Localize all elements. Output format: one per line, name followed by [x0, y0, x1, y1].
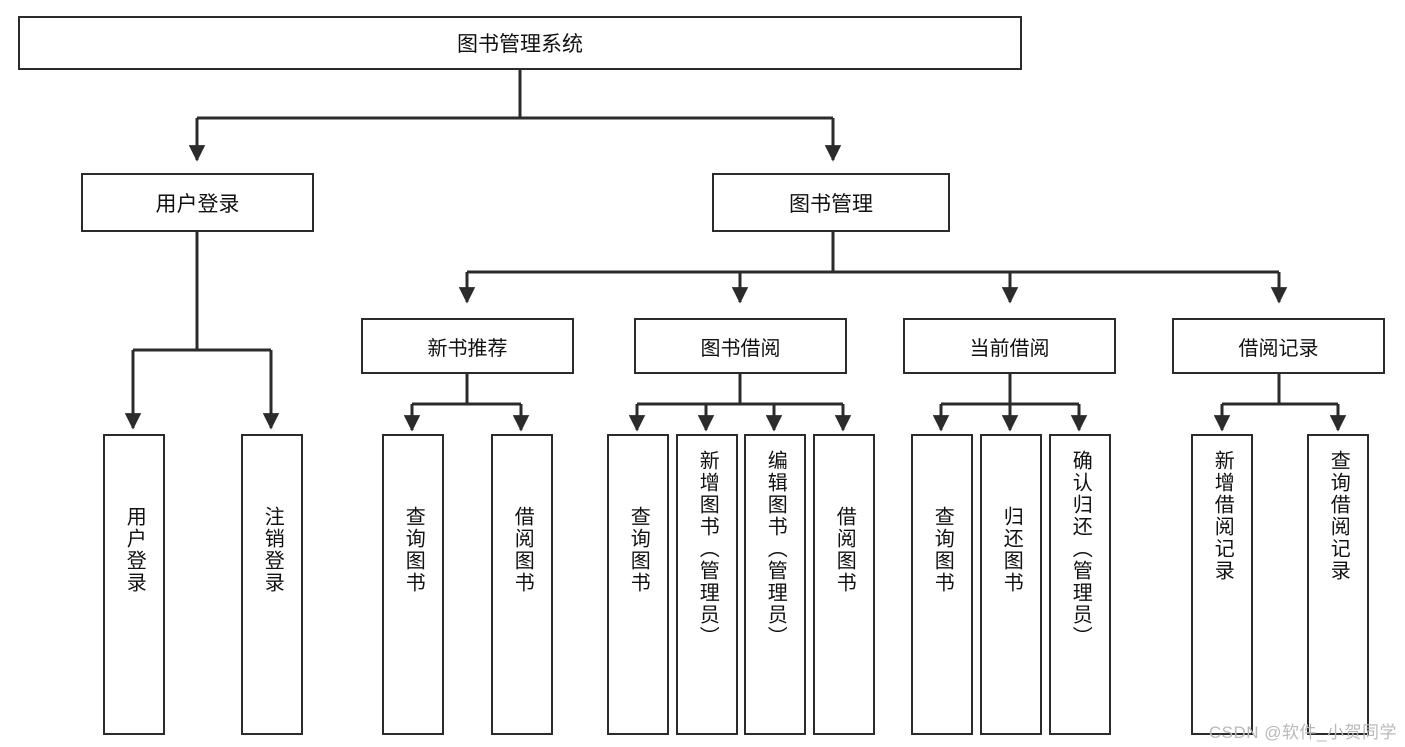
node-user-login-label: 用户登录 [155, 192, 240, 216]
leaf-current-return-book[interactable]: 归还图书 [980, 434, 1042, 735]
leaf-label: 查询图书 [931, 506, 954, 594]
leaf-label: 查询借阅记录 [1327, 450, 1350, 582]
leaf-label: 新增图书（管理员） [696, 450, 719, 648]
leaf-borrow-edit-book-admin[interactable]: 编辑图书（管理员） [744, 434, 806, 735]
leaf-label: 确认归还（管理员） [1069, 450, 1092, 648]
leaf-new-book-query[interactable]: 查询图书 [382, 434, 444, 735]
node-book-management[interactable]: 图书管理 [712, 173, 950, 232]
leaf-label: 注销登录 [261, 506, 284, 594]
leaf-user-login-signin[interactable]: 用户登录 [103, 434, 165, 735]
leaf-record-query-record[interactable]: 查询借阅记录 [1307, 434, 1369, 735]
node-book-borrow[interactable]: 图书借阅 [634, 318, 847, 374]
leaf-user-login-signout[interactable]: 注销登录 [241, 434, 303, 735]
leaf-label: 归还图书 [1000, 506, 1023, 594]
leaf-label: 借阅图书 [833, 506, 856, 594]
node-book-management-label: 图书管理 [789, 192, 873, 216]
node-current-borrow-label: 当前借阅 [969, 337, 1050, 360]
node-book-borrow-label: 图书借阅 [700, 337, 781, 360]
watermark-text: CSDN @软件_小贺同学 [1208, 723, 1397, 742]
node-borrow-record-label: 借阅记录 [1238, 337, 1319, 360]
node-borrow-record[interactable]: 借阅记录 [1172, 318, 1385, 374]
leaf-borrow-add-book-admin[interactable]: 新增图书（管理员） [676, 434, 738, 735]
leaf-label: 查询图书 [627, 506, 650, 594]
leaf-current-confirm-return-admin[interactable]: 确认归还（管理员） [1049, 434, 1111, 735]
leaf-label: 用户登录 [123, 506, 146, 594]
node-new-book-recommend[interactable]: 新书推荐 [361, 318, 574, 374]
node-current-borrow[interactable]: 当前借阅 [903, 318, 1116, 374]
node-root-system[interactable]: 图书管理系统 [18, 16, 1022, 70]
leaf-record-add-record[interactable]: 新增借阅记录 [1191, 434, 1253, 735]
node-new-book-recommend-label: 新书推荐 [427, 337, 508, 360]
leaf-label: 新增借阅记录 [1211, 450, 1234, 582]
leaf-label: 借阅图书 [511, 506, 534, 594]
leaf-current-query-book[interactable]: 查询图书 [911, 434, 973, 735]
node-root-label: 图书管理系统 [457, 33, 583, 56]
leaf-new-book-borrow[interactable]: 借阅图书 [491, 434, 553, 735]
leaf-label: 查询图书 [402, 506, 425, 594]
node-user-login[interactable]: 用户登录 [81, 173, 314, 232]
leaf-label: 编辑图书（管理员） [764, 450, 787, 648]
leaf-borrow-query-book[interactable]: 查询图书 [607, 434, 669, 735]
leaf-borrow-borrow-book[interactable]: 借阅图书 [813, 434, 875, 735]
